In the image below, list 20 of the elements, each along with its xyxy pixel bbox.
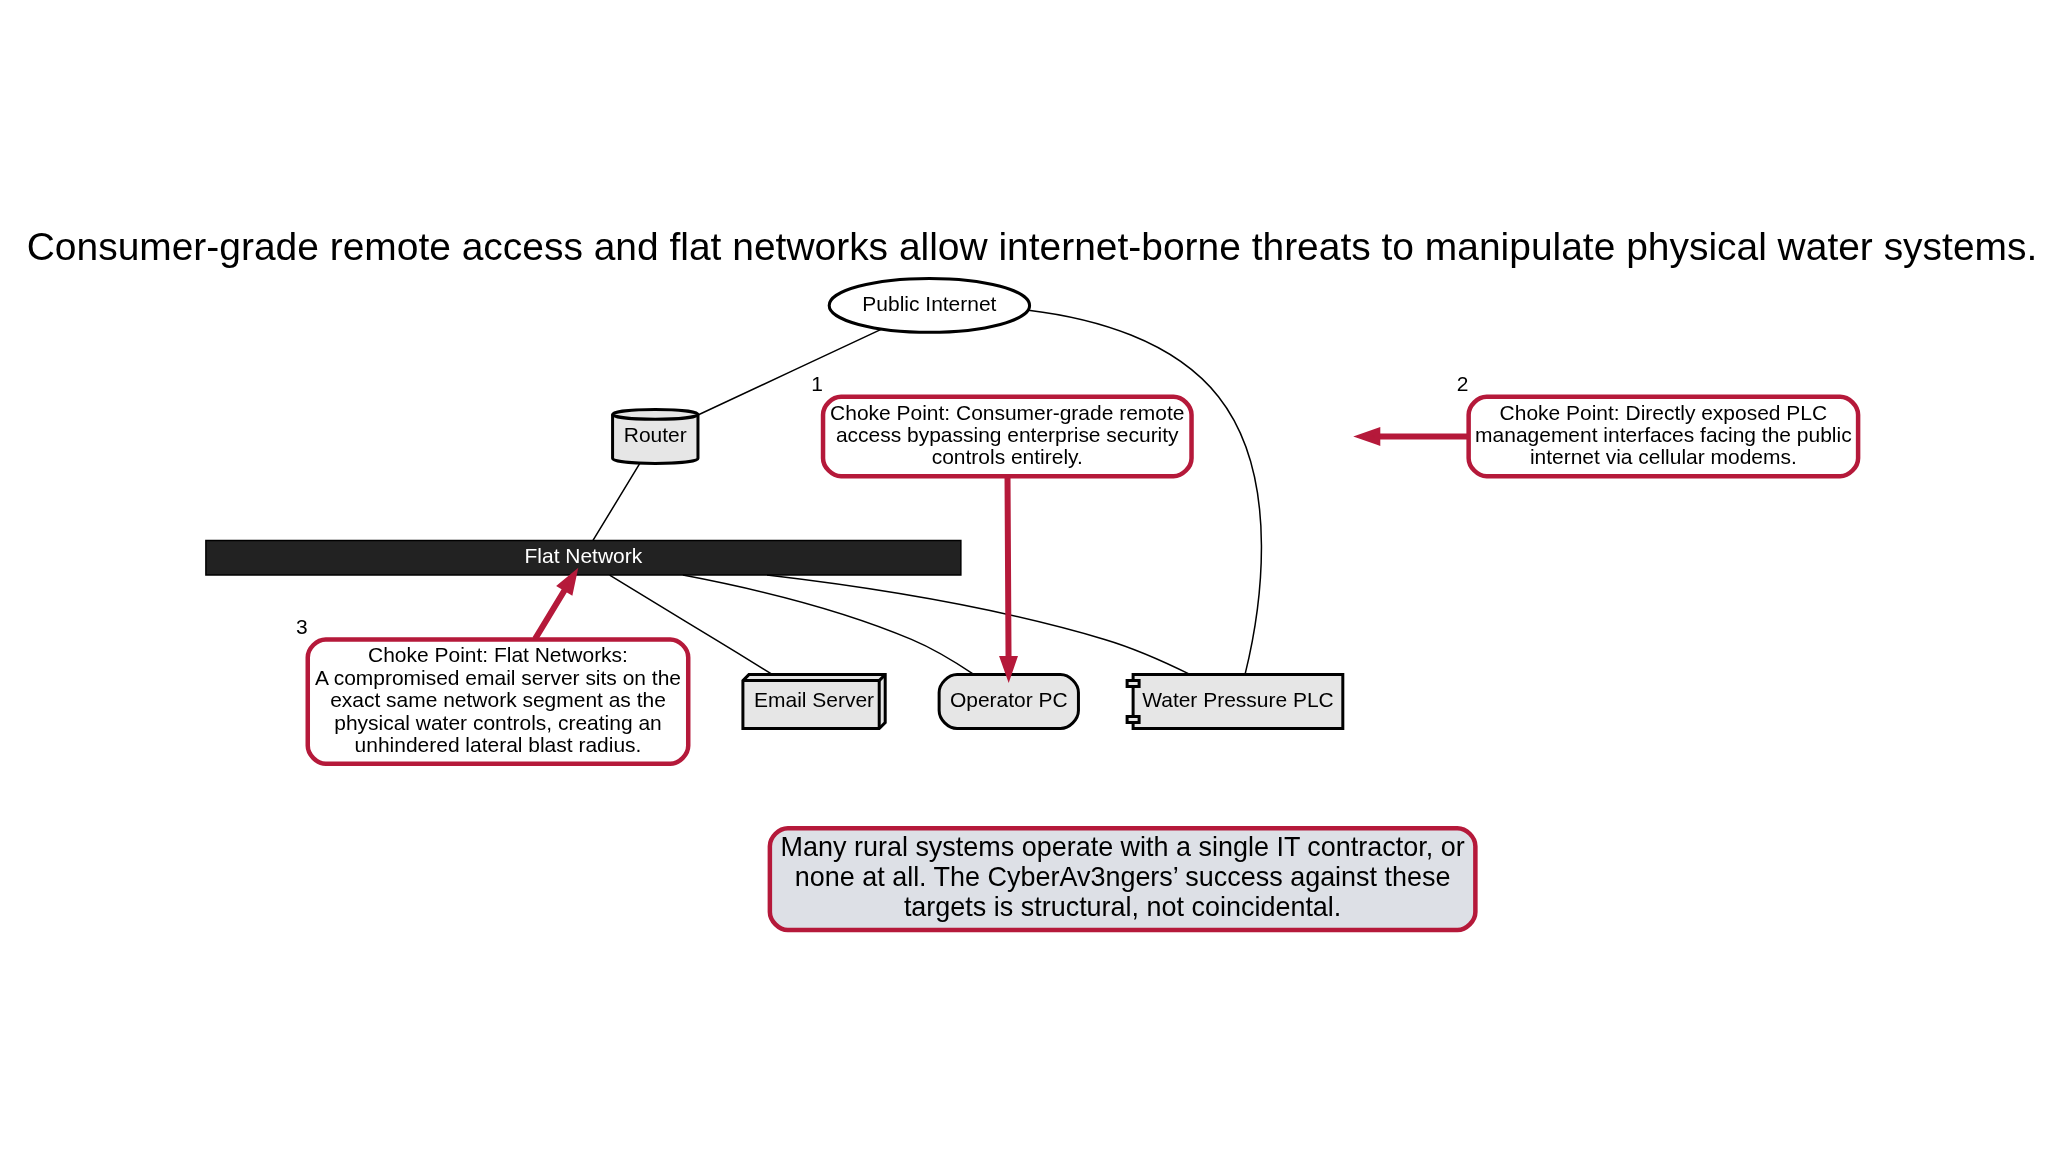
node-label: 3 [295,614,308,638]
connector [697,327,883,416]
node-box: Choke Point: Consumer-grade remote access bypassing enterprise security controls entirely. [820,394,1194,478]
connector [608,573,773,675]
node-label: 2 [1456,371,1469,395]
connector [682,573,975,675]
arrow [1353,426,1469,446]
connector [766,573,1192,675]
connector [1027,309,1263,675]
node-box: Flat Network [205,539,962,576]
diagram-title: Consumer-grade remote access and flat networks allow internet-borne threats to manipulate physical water systems. [26,224,2038,268]
arrow [532,567,579,640]
node-box: Many rural systems operate with a single IT contractor, or none at all. The CyberAv3ngers’ success against these targets is structural, not coincidental. [767,825,1478,932]
node-box: Operator PC [937,672,1080,730]
connector [592,462,641,541]
node-ellipse: Public Internet [827,276,1032,334]
node-box: Choke Point: Directly exposed PLC management interfaces facing the public internet via cellular modems. [1466,394,1861,478]
arrow [999,476,1018,683]
node-label: 1 [811,371,823,395]
node-box: Choke Point: Flat Networks: A compromised email server sits on the exact same network segment as the physical water controls, creating an unhindered lateral blast radius. [305,636,691,766]
